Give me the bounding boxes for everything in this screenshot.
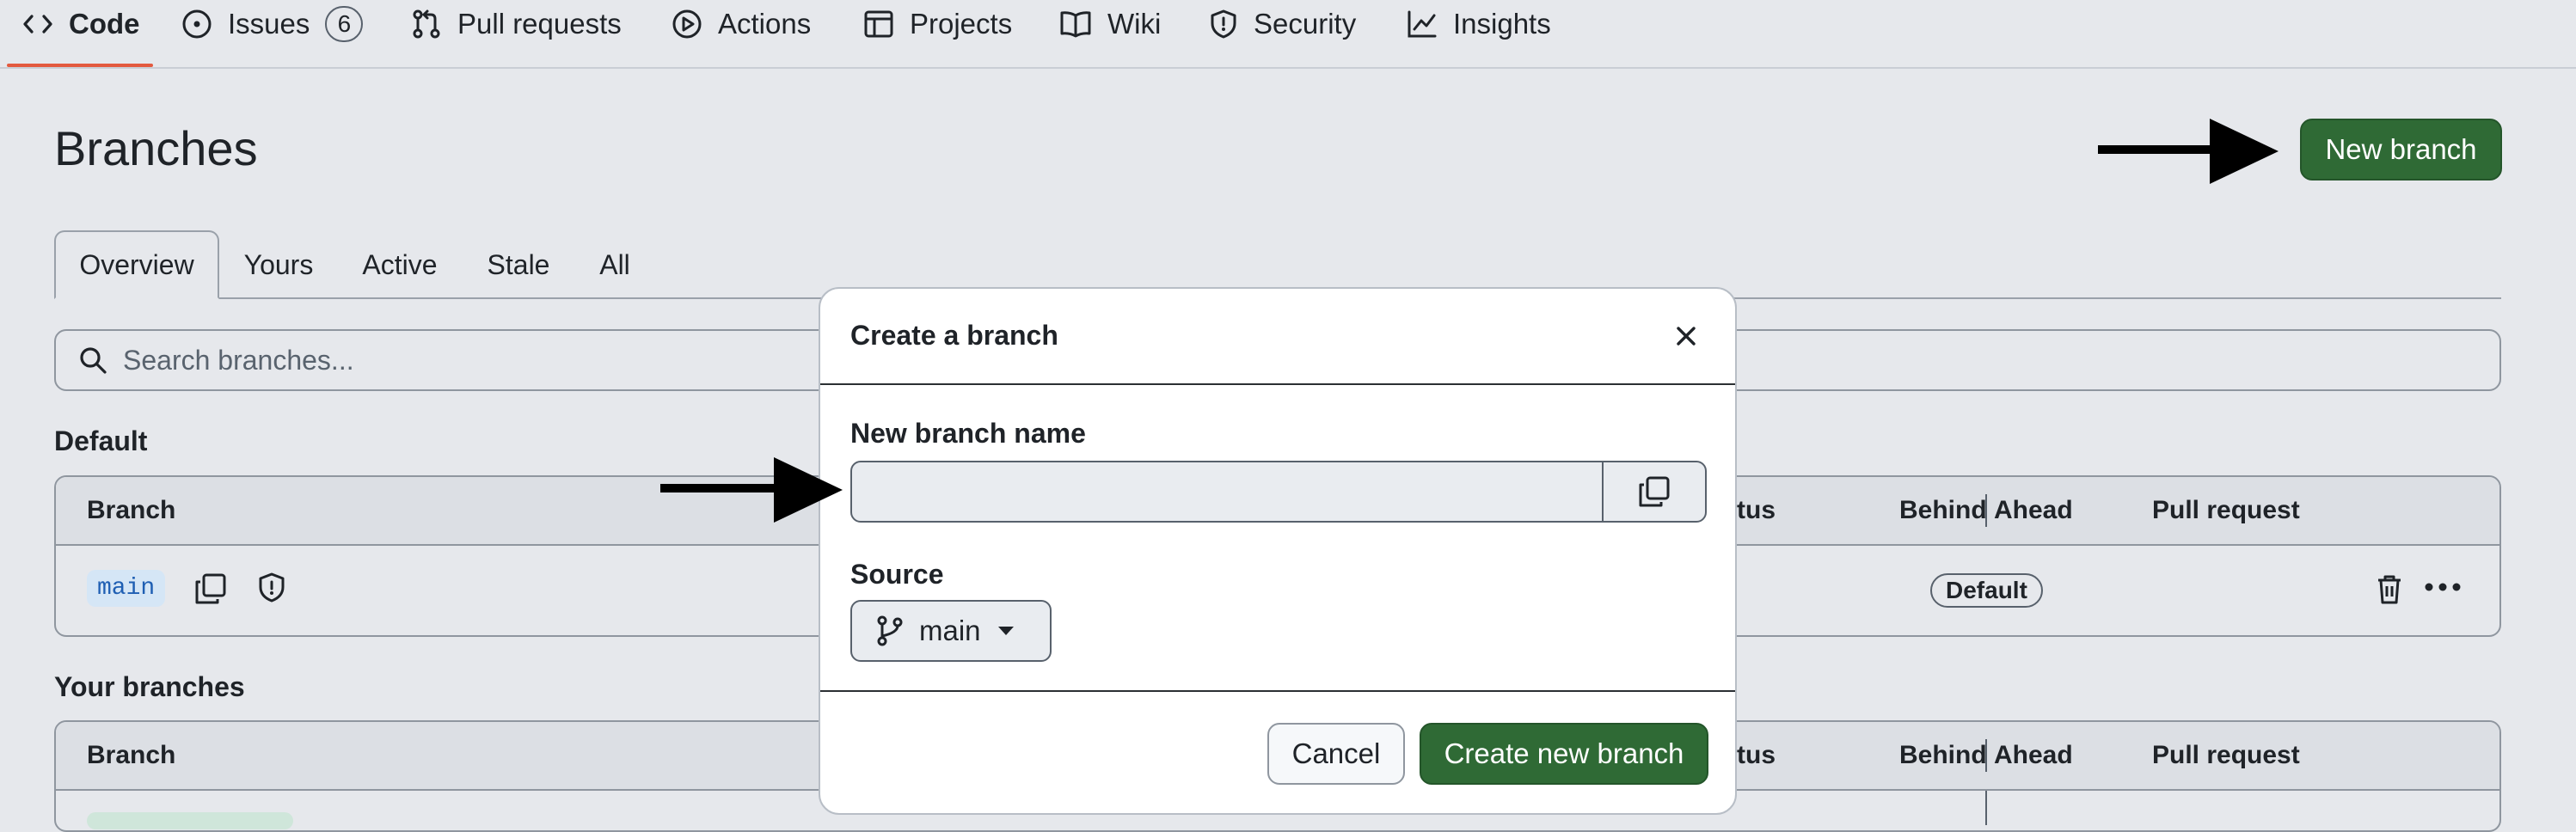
- nav-tab-actions[interactable]: Actions: [672, 0, 811, 48]
- col-ahead: Ahead: [1994, 496, 2073, 524]
- nav-tab-label: Projects: [910, 8, 1013, 40]
- close-icon[interactable]: [1675, 325, 1697, 347]
- row-divider: [1985, 791, 1987, 825]
- play-icon: [672, 9, 702, 40]
- search-icon: [78, 346, 107, 375]
- nav-tab-label: Code: [69, 8, 140, 40]
- create-new-branch-button[interactable]: Create new branch: [1420, 723, 1708, 785]
- nav-tab-code[interactable]: Code: [22, 0, 140, 48]
- col-pull-request: Pull request: [2152, 741, 2300, 769]
- nav-tab-projects[interactable]: Projects: [863, 0, 1012, 48]
- new-branch-button[interactable]: New branch: [2300, 119, 2502, 180]
- dialog-footer-divider: [820, 690, 1735, 692]
- new-branch-name-input[interactable]: [852, 462, 1602, 521]
- repo-nav: Code Issues 6 Pull requests Actions Proj…: [0, 0, 2576, 69]
- table-icon: [863, 9, 894, 40]
- source-label: Source: [850, 559, 944, 590]
- behind-ahead-divider: [1985, 739, 1987, 772]
- nav-tab-wiki[interactable]: Wiki: [1059, 0, 1161, 48]
- more-options-icon[interactable]: [2424, 582, 2462, 592]
- tab-stale[interactable]: Stale: [487, 248, 550, 280]
- nav-tab-pull-requests[interactable]: Pull requests: [411, 0, 622, 48]
- branch-name-pill-partial[interactable]: [87, 812, 293, 829]
- active-tab-underline: [7, 64, 153, 67]
- col-behind: Behind: [1899, 741, 1987, 769]
- col-ahead: Ahead: [1994, 741, 2073, 769]
- nav-tab-label: Security: [1254, 8, 1357, 40]
- default-badge: Default: [1930, 573, 2043, 608]
- nav-tab-label: Insights: [1453, 8, 1551, 40]
- copy-button[interactable]: [1602, 462, 1705, 521]
- section-label-default: Default: [54, 425, 148, 456]
- create-branch-dialog: Create a branch New branch name Source m…: [819, 287, 1737, 815]
- caret-down-icon: [997, 625, 1015, 637]
- section-label-your-branches: Your branches: [54, 671, 245, 702]
- tab-yours[interactable]: Yours: [243, 248, 314, 280]
- col-pull-request: Pull request: [2152, 496, 2300, 524]
- dialog-title: Create a branch: [850, 320, 1058, 351]
- trash-icon[interactable]: [2376, 573, 2403, 606]
- col-behind: Behind: [1899, 496, 1987, 524]
- source-branch-value: main: [919, 615, 981, 646]
- code-icon: [22, 11, 53, 37]
- search-placeholder: Search branches...: [123, 344, 354, 376]
- shield-icon: [1209, 9, 1238, 40]
- nav-tab-label: Pull requests: [457, 8, 622, 40]
- nav-tab-label: Actions: [718, 8, 812, 40]
- branch-name-link[interactable]: main: [87, 570, 166, 607]
- nav-tab-security[interactable]: Security: [1209, 0, 1356, 48]
- nav-tab-issues[interactable]: Issues 6: [181, 0, 364, 48]
- col-branch: Branch: [87, 496, 176, 524]
- nav-tab-label: Issues: [228, 8, 310, 40]
- nav-tab-insights[interactable]: Insights: [1407, 0, 1551, 48]
- annotation-arrow-new-branch: [2098, 119, 2279, 184]
- branch-icon: [876, 615, 904, 646]
- cancel-button[interactable]: Cancel: [1267, 723, 1405, 785]
- issue-icon: [181, 9, 212, 40]
- col-status: tus: [1737, 741, 1776, 769]
- new-branch-name-field: [850, 461, 1707, 523]
- tab-all[interactable]: All: [599, 248, 630, 280]
- annotation-arrow-branch-name: [660, 457, 843, 523]
- tab-overview[interactable]: Overview: [54, 230, 219, 299]
- source-branch-select[interactable]: main: [850, 600, 1052, 662]
- col-branch: Branch: [87, 741, 176, 769]
- copy-icon[interactable]: [193, 572, 228, 606]
- pull-request-icon: [411, 9, 442, 40]
- copy-icon: [1637, 474, 1671, 509]
- table-row: main Default: [56, 544, 2499, 635]
- issues-count-badge: 6: [325, 6, 364, 42]
- dialog-header-divider: [820, 383, 1735, 385]
- shield-icon[interactable]: [257, 572, 286, 604]
- tab-active[interactable]: Active: [362, 248, 438, 280]
- nav-tab-label: Wiki: [1107, 8, 1162, 40]
- page-title: Branches: [54, 121, 258, 175]
- book-icon: [1059, 9, 1092, 39]
- graph-icon: [1407, 9, 1438, 39]
- behind-ahead-divider: [1985, 494, 1987, 527]
- col-status: tus: [1737, 496, 1776, 524]
- new-branch-name-label: New branch name: [850, 418, 1086, 449]
